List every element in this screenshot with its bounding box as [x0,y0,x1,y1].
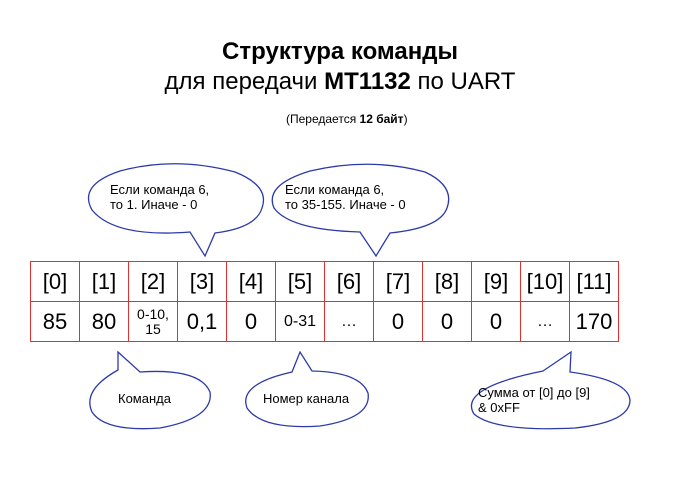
subtitle-suffix: по UART [410,68,516,95]
byte-index-row: [0] [1] [2] [3] [4] [5] [6] [7] [8] [9] … [30,261,619,302]
byte-index-5: [5] [275,261,325,302]
byte-value-11: 170 [569,301,619,342]
note-suffix: ) [403,112,408,126]
byte-value-7: 0 [373,301,423,342]
byte-value-2: 0-10, 15 [128,301,178,342]
callout-checksum-line2: & 0xFF [478,400,520,415]
callout-text-command: Команда [118,391,171,406]
callout-text-byte6: Если команда 6, то 35-155. Иначе - 0 [285,182,406,212]
byte-index-11: [11] [569,261,619,302]
byte-index-0: [0] [30,261,80,302]
byte-index-10: [10] [520,261,570,302]
byte-value-row: 85 80 0-10, 15 0,1 0 0-31 … 0 0 0 … 170 [30,301,619,342]
byte-count-note: (Передается 12 байт) [286,112,408,126]
callout-bubble-checksum [470,350,631,430]
byte-index-1: [1] [79,261,129,302]
callout-bubble-command [89,350,211,430]
diagram-subtitle: для передачи MT1132 по UART [0,68,680,96]
diagram-title: Структура команды [222,38,458,65]
byte-index-7: [7] [373,261,423,302]
callout-bubble-channel [245,350,369,428]
note-bytes: 12 байт [359,112,404,126]
byte-index-6: [6] [324,261,374,302]
byte-value-9: 0 [471,301,521,342]
byte-value-8: 0 [422,301,472,342]
callout-bubble-byte6 [271,163,450,258]
callout-checksum-line1: Сумма от [0] до [9] [478,385,590,400]
byte-index-4: [4] [226,261,276,302]
byte-value-0: 85 [30,301,80,342]
subtitle-prefix: для передачи [164,68,325,95]
byte-value-4: 0 [226,301,276,342]
callout-byte6-line2: то 35-155. Иначе - 0 [285,197,406,212]
byte-index-3: [3] [177,261,227,302]
byte-value-5: 0-31 [275,301,325,342]
callout-byte6-line1: Если команда 6, [285,182,385,197]
byte-value-1: 80 [79,301,129,342]
callout-text-channel: Номер канала [263,391,350,406]
callout-text-byte3: Если команда 6, то 1. Иначе - 0 [110,182,209,212]
command-byte-table: [0] [1] [2] [3] [4] [5] [6] [7] [8] [9] … [30,261,619,342]
byte-value-10: … [520,301,570,342]
callout-text-checksum: Сумма от [0] до [9] & 0xFF [478,385,590,415]
callout-byte3-line2: то 1. Иначе - 0 [110,197,198,212]
byte-index-2: [2] [128,261,178,302]
byte-value-3: 0,1 [177,301,227,342]
byte-value-6: … [324,301,374,342]
callout-bubble-byte3 [87,163,264,258]
callout-byte3-line1: Если команда 6, [110,182,210,197]
subtitle-device: MT1132 [324,68,411,95]
note-prefix: (Передается [286,112,360,126]
byte-index-9: [9] [471,261,521,302]
byte-index-8: [8] [422,261,472,302]
